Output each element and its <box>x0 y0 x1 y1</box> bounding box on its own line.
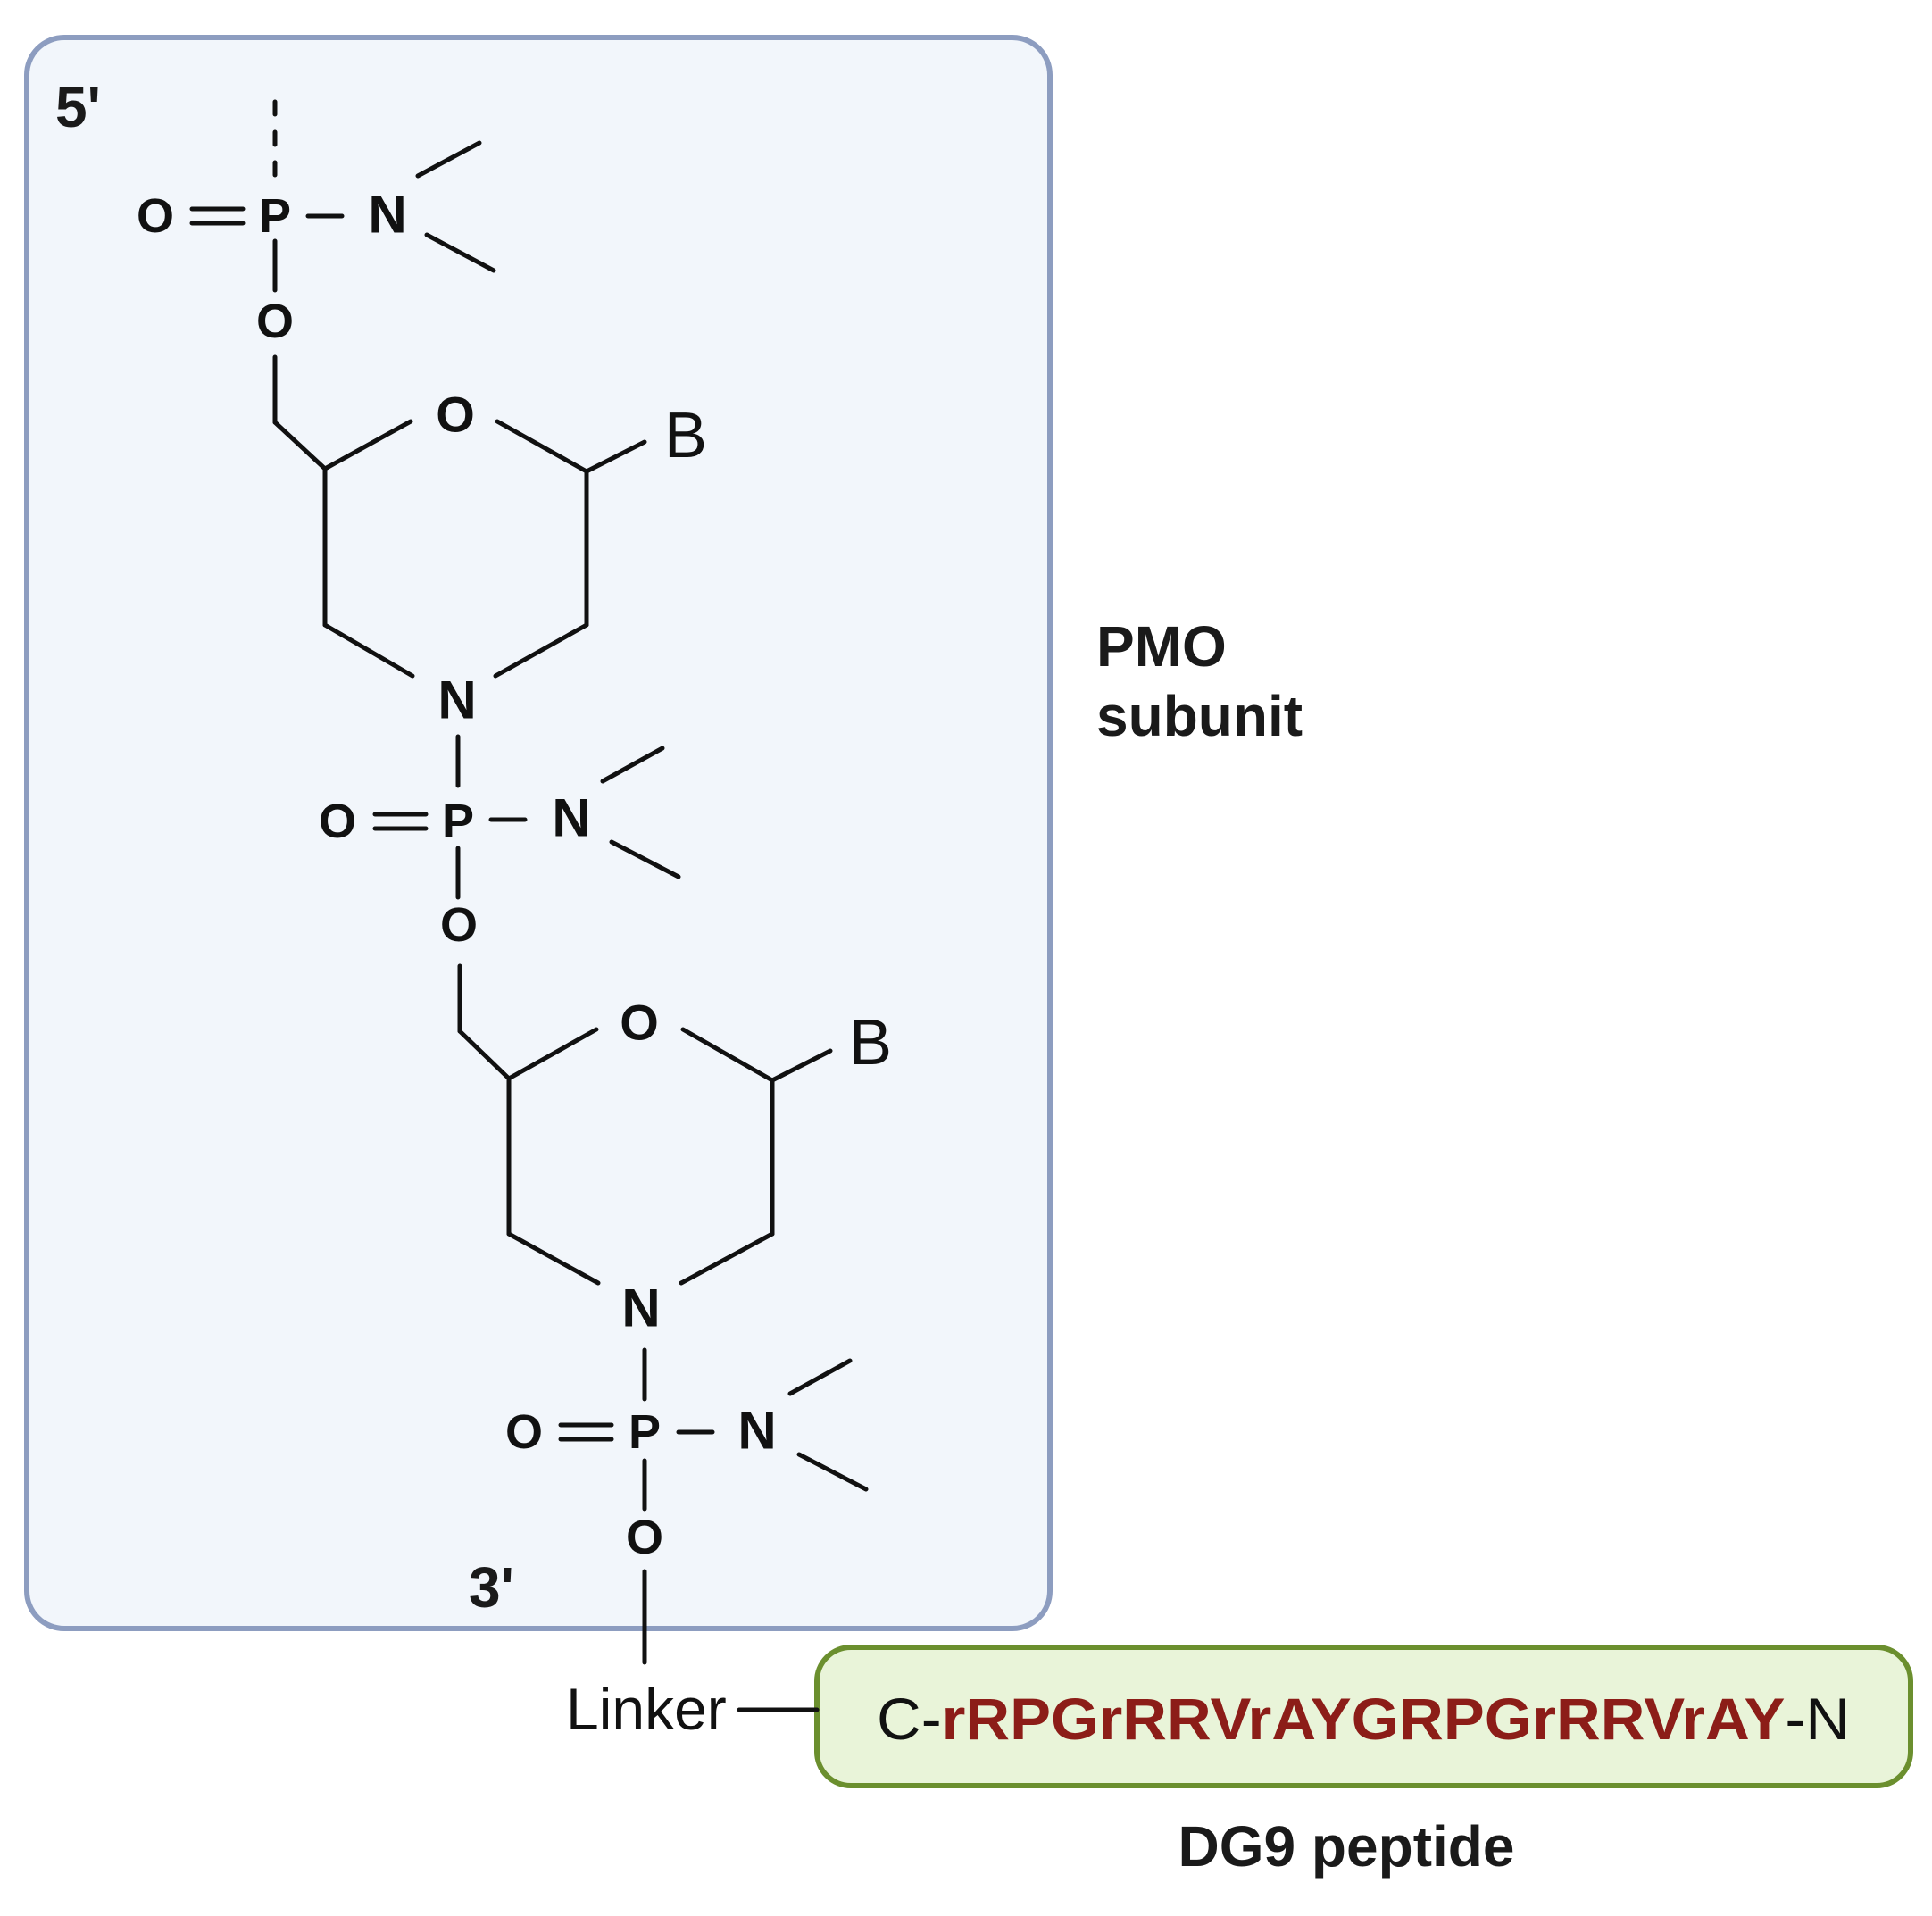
atom-b: B <box>664 400 707 471</box>
bond-lines <box>189 99 869 1712</box>
pmo-subunit-box <box>24 35 1053 1631</box>
atom-p: P <box>442 795 474 848</box>
atom-o: O <box>319 795 356 848</box>
five-prime-label: 5' <box>55 75 101 139</box>
three-prime-label: 3' <box>469 1555 514 1620</box>
atom-n: N <box>737 1401 776 1461</box>
atom-b: B <box>849 1007 892 1079</box>
dg9-peptide-label: DG9 peptide <box>1178 1814 1515 1879</box>
atom-n: N <box>437 671 476 730</box>
peptide-n-terminus: -N <box>1785 1686 1850 1752</box>
atom-o: O <box>505 1405 543 1459</box>
atom-o: O <box>436 387 475 443</box>
atom-o: O <box>137 189 174 243</box>
pmo-label-line1: PMO <box>1096 614 1227 679</box>
atom-n: N <box>552 788 590 848</box>
linker-label: Linker <box>566 1676 727 1742</box>
atom-n: N <box>368 185 406 245</box>
atom-p: P <box>259 189 291 243</box>
atom-n: N <box>621 1279 660 1338</box>
atom-o: O <box>626 1511 663 1564</box>
peptide-sequence: rRPGrRRVrAYGRPGrRRVrAY <box>942 1686 1786 1752</box>
atom-o: O <box>620 995 659 1051</box>
peptide-c-terminus: C- <box>877 1686 942 1752</box>
atom-o: O <box>440 898 478 952</box>
pmo-label-line2: subunit <box>1096 684 1303 748</box>
dg9-peptide-box <box>814 1645 1913 1788</box>
atom-o: O <box>256 295 294 348</box>
atom-p: P <box>629 1405 661 1459</box>
peptide-sequence-text: C-rRPGrRRVrAYGRPGrRRVrAY-N <box>877 1686 1850 1752</box>
